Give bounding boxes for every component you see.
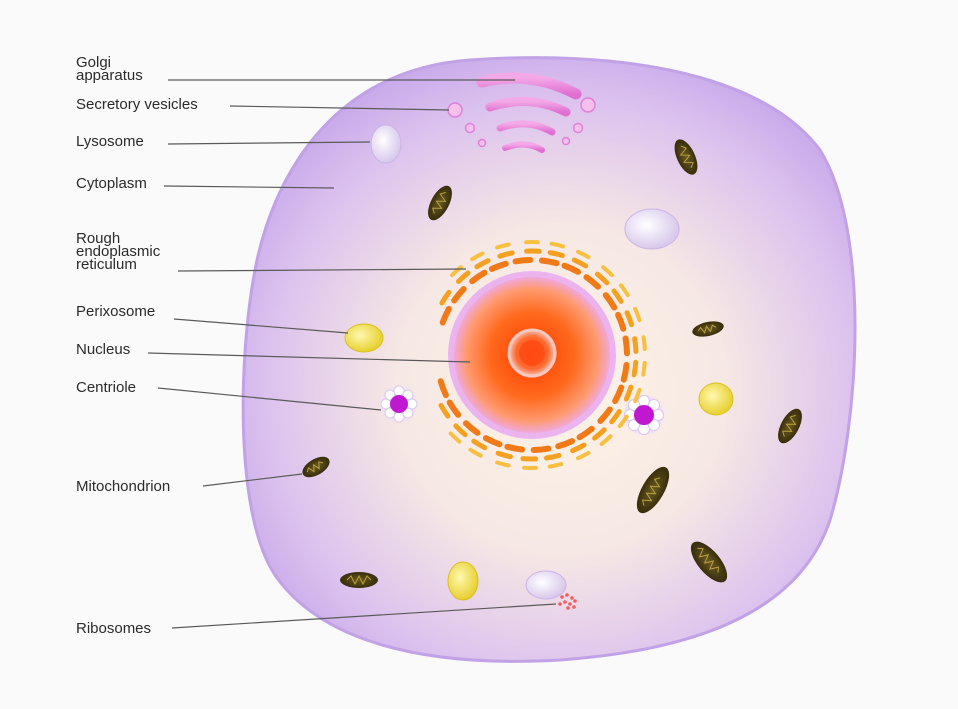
label-ribosomes: Ribosomes xyxy=(76,622,151,635)
vesicle-right xyxy=(625,209,679,249)
er-segment xyxy=(516,260,531,261)
er-segment xyxy=(644,337,645,349)
er-segment xyxy=(550,464,562,467)
er-segment xyxy=(542,261,557,264)
er-segment xyxy=(643,363,644,375)
lysosome xyxy=(371,125,401,163)
label-rough-er: Rough endoplasmic reticulum xyxy=(76,232,160,271)
label-centriole: Centriole xyxy=(76,381,136,394)
label-mitochondrion: Mitochondrion xyxy=(76,480,170,493)
er-segment xyxy=(550,253,562,256)
label-perixosome: Perixosome xyxy=(76,305,155,318)
er-segment xyxy=(498,453,510,456)
er-segment xyxy=(634,362,636,375)
nucleus xyxy=(448,271,616,439)
label-golgi-apparatus: Golgi apparatus xyxy=(76,56,143,82)
centriole-right xyxy=(624,395,664,435)
er-segment xyxy=(635,339,636,352)
vesicle-bottom xyxy=(526,571,566,599)
label-secretory-vesicles: Secretory vesicles xyxy=(76,98,198,111)
centriole-left xyxy=(381,386,417,422)
er-segment xyxy=(552,244,564,247)
er-segment xyxy=(507,447,522,450)
label-nucleus: Nucleus xyxy=(76,343,130,356)
label-cytoplasm: Cytoplasm xyxy=(76,177,147,190)
er-segment xyxy=(534,449,549,450)
er-segment xyxy=(547,456,559,459)
er-segment xyxy=(500,253,512,256)
er-segment xyxy=(624,365,627,380)
er-segment xyxy=(626,339,627,354)
label-lysosome: Lysosome xyxy=(76,135,144,148)
